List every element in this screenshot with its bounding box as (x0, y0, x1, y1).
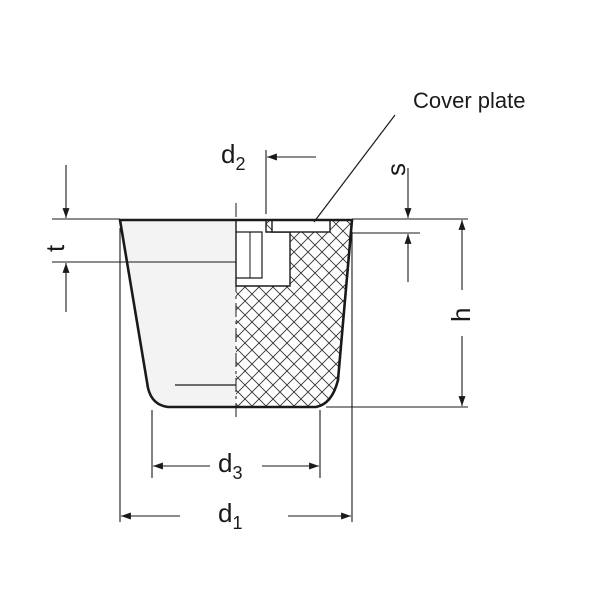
label-h: h (446, 308, 476, 322)
stopper-outline (118, 218, 354, 409)
label-t: t (40, 244, 70, 252)
extension-lines (52, 150, 468, 522)
cover-plate-label: Cover plate (413, 88, 526, 113)
stopper-left-half (120, 220, 236, 407)
cover-plate-leader (313, 114, 396, 223)
label-d2: d2 (221, 139, 245, 174)
label-d1: d1 (218, 498, 242, 533)
cover-plate (271, 219, 331, 233)
dimension-arrows (62, 153, 466, 520)
thread-insert (236, 231, 263, 279)
label-d3: d3 (218, 448, 242, 483)
label-s: s (381, 163, 411, 176)
